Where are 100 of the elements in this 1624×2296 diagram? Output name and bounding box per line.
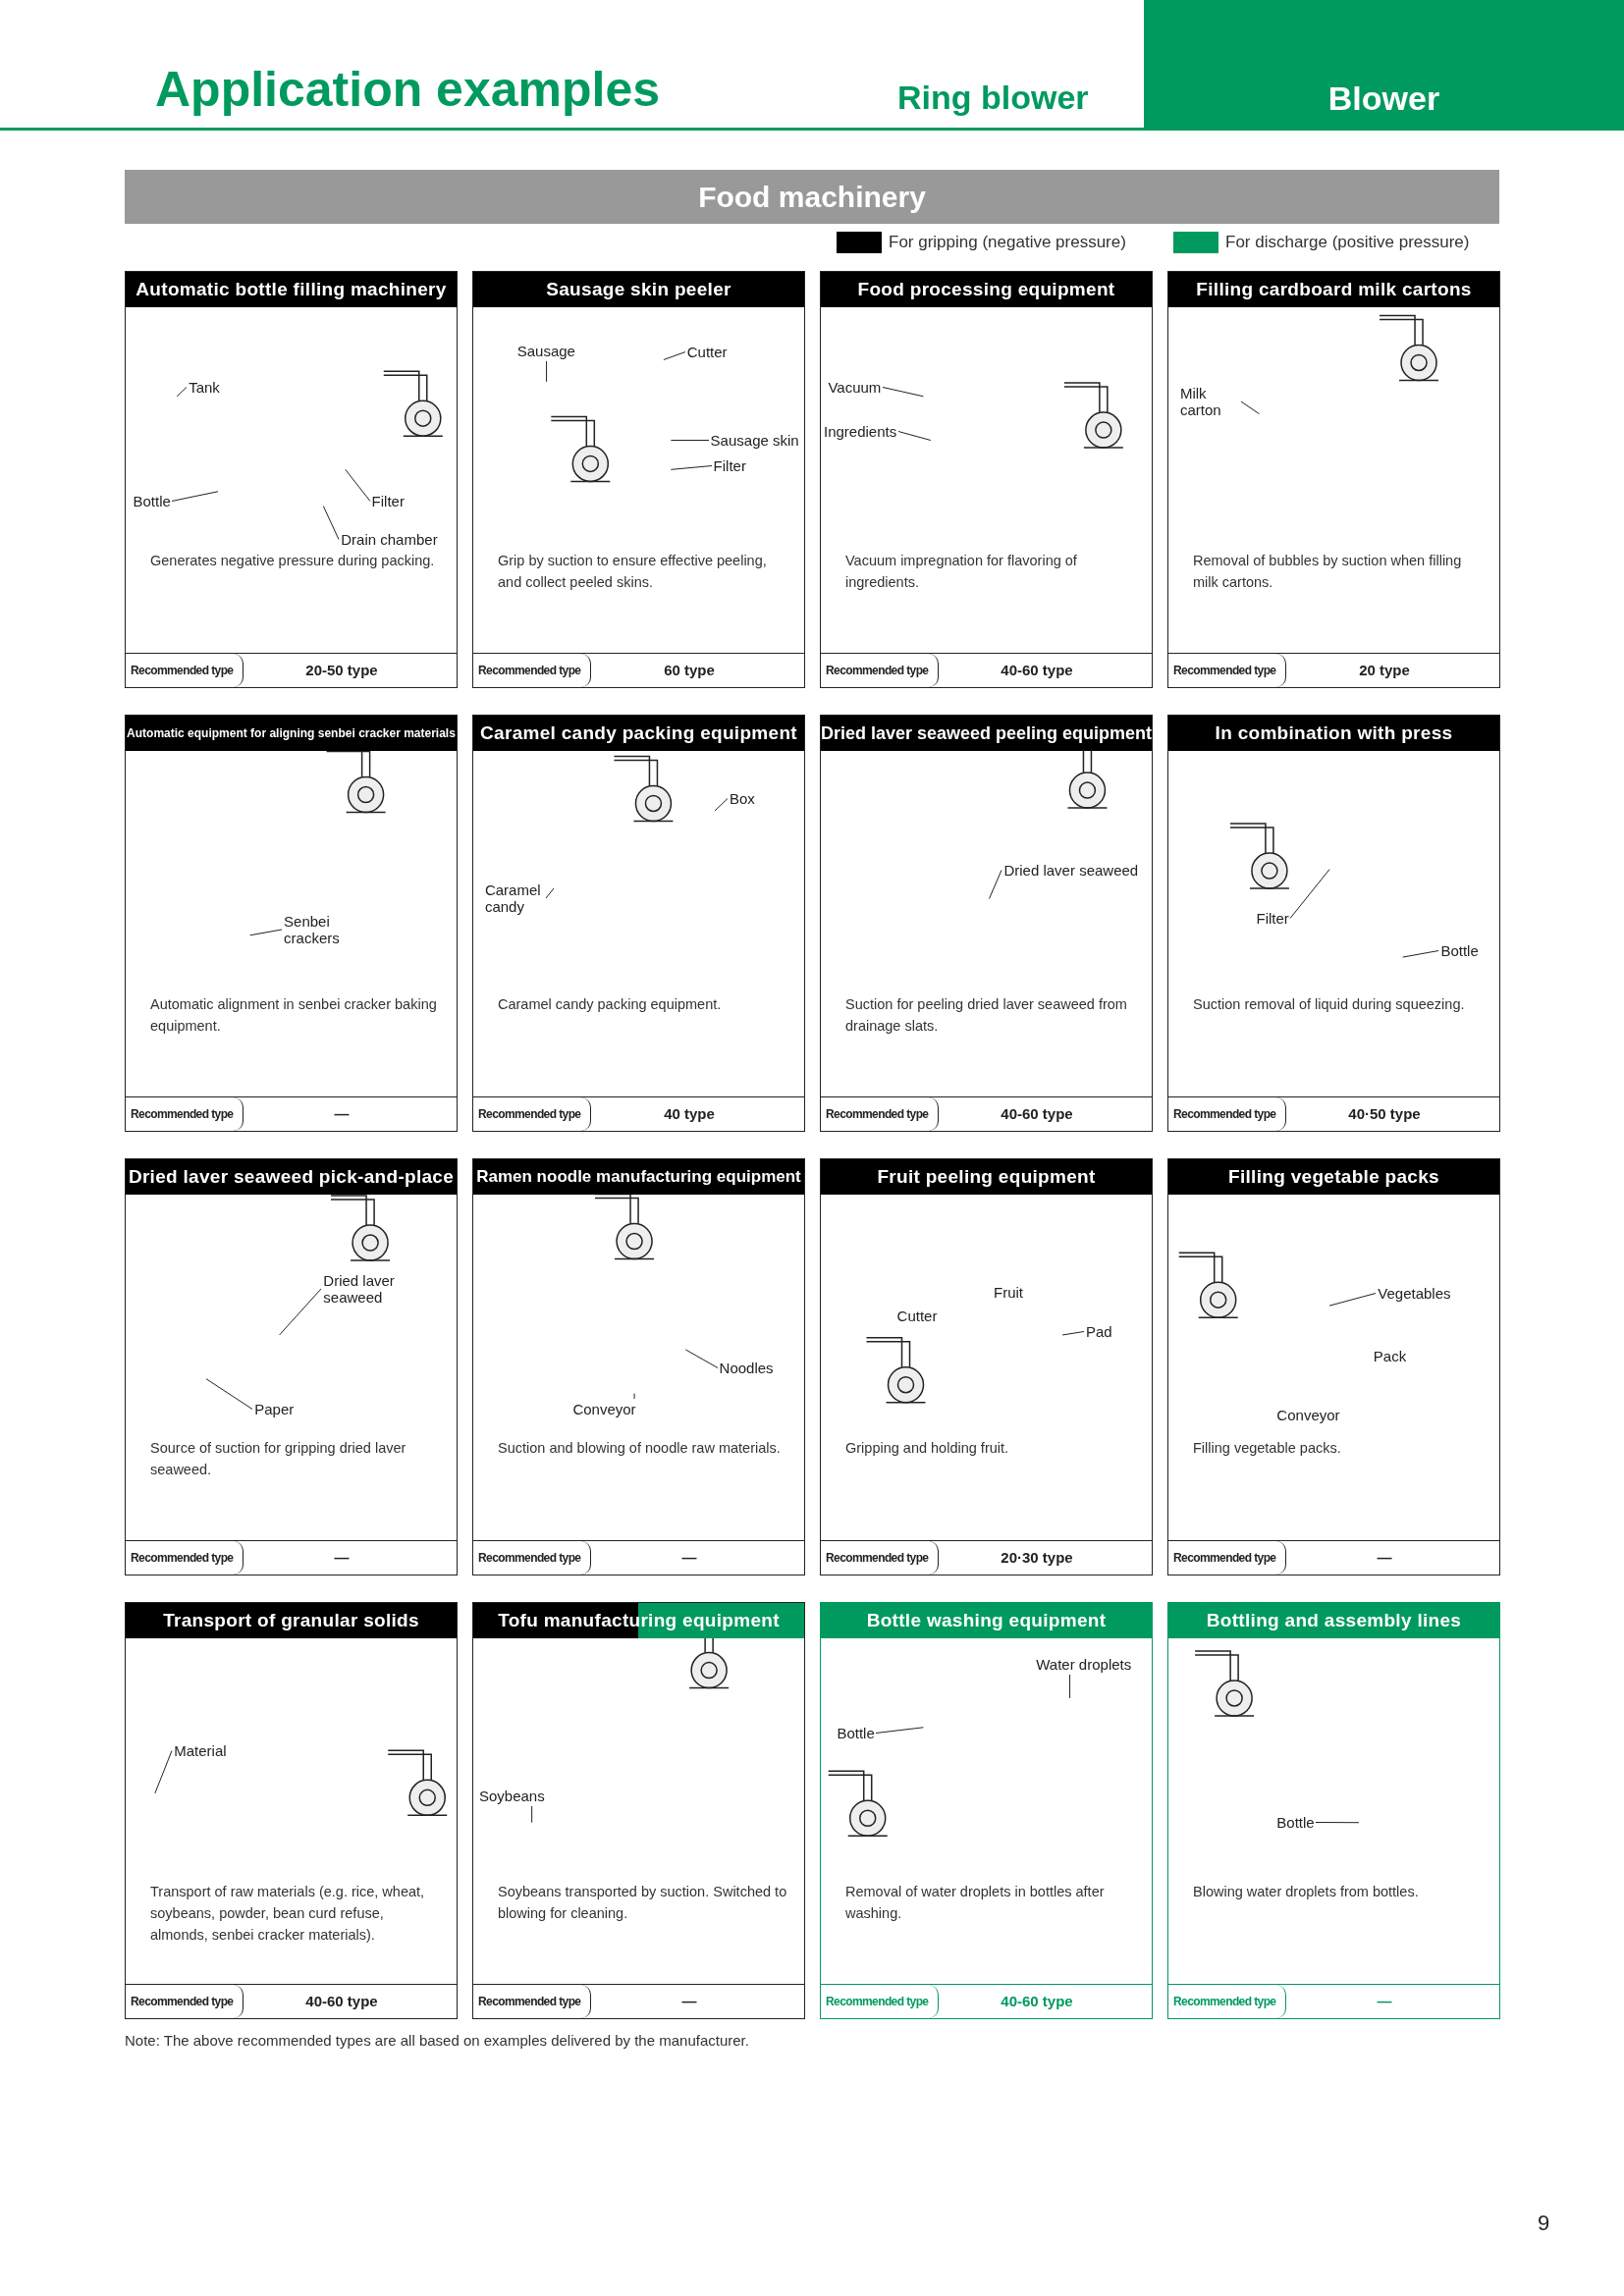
part-label: Ingredients [823,422,897,440]
application-card [125,1158,458,1575]
leader-line [897,431,932,441]
description-text: Suction and blowing of noodle raw materials. [498,1439,782,1458]
part-label: Bottle [837,1724,875,1741]
footnote: Note: The above recommended types are all based on examples delivered by the manufacturer. [125,2032,749,2049]
application-card [820,715,1153,1132]
application-card [472,1158,805,1575]
part-label: Soybeans [478,1787,545,1804]
footer-label: Recommended type [126,654,244,687]
part-label: Dried laver seaweed [1003,862,1139,880]
card-title-bar: Caramel candy packing equipment [473,716,804,751]
leader-line [1328,1293,1377,1307]
type-value: 20·30 type [1000,1548,1074,1568]
type-value: 40-60 type [304,1992,379,2011]
application-card [1167,715,1500,1132]
description-text: Blowing water droplets from bottles. [1193,1883,1420,1901]
part-label: Bottle [1276,1813,1315,1831]
type-value: — [1376,1548,1393,1568]
leader-line [989,870,1002,899]
card-title-bar: Filling vegetable packs [1168,1159,1499,1195]
type-value: — [333,1548,351,1568]
type-value: 40·50 type [1347,1104,1422,1124]
footer-label: Recommended type [1168,1097,1287,1131]
footer-label: Recommended type [1168,654,1287,687]
description-text: Vacuum impregnation for flavoring of ingredients. [845,552,1078,592]
description-text: Generates negative pressure during packing. [150,552,436,570]
footer-label: Recommended type [1168,1985,1287,2018]
footer-label: Recommended type [126,1097,244,1131]
application-card [820,1602,1153,2019]
leader-line [546,360,548,383]
card-title-bar: In combination with press [1168,716,1499,751]
description-text: Transport of raw materials (e.g. rice, wheat, soybeans, powder, bean curd refuse, almonds, senbei cracker materials). [150,1883,426,1945]
card-title-bar: Fruit peeling equipment [821,1159,1152,1195]
card-title-bar: Automatic bottle filling machinery [126,272,457,307]
part-label: Filter [371,493,405,510]
part-label: Senbei crackers [284,913,351,947]
legend-text: For discharge (positive pressure) [1225,233,1470,252]
leader-line [670,465,713,470]
part-label: Caramel candy [484,881,544,915]
type-value: 20-50 type [304,661,379,680]
footer-label: Recommended type [821,1985,940,2018]
leader-line [531,1805,533,1824]
part-label: Sausage skin [710,431,799,449]
description-text: Removal of bubbles by suction when filling milk cartons. [1193,552,1463,592]
type-value: — [680,1992,698,2011]
part-label: Noodles [719,1360,774,1377]
leader-line [176,387,188,398]
footer-label: Recommended type [821,654,940,687]
part-label: Bottle [1440,942,1479,960]
leader-line [279,1288,322,1336]
description-text: Filling vegetable packs. [1193,1439,1342,1458]
leader-line [1402,950,1439,958]
card-title-bar: Dried laver seaweed pick-and-place [126,1159,457,1195]
card-title-bar: Ramen noodle manufacturing equipment [473,1159,804,1195]
part-label: Dried laver seaweed [323,1271,405,1306]
card-title-bar: Sausage skin peeler [473,272,804,307]
type-value: 40 type [663,1104,716,1124]
description-text: Caramel candy packing equipment. [498,995,723,1014]
category-tab: Blower [1144,0,1624,129]
footer-label: Recommended type [126,1541,244,1575]
application-card [472,715,805,1132]
card-title-bar: Bottle washing equipment [821,1603,1152,1638]
card-title-bar: Filling cardboard milk cartons [1168,272,1499,307]
footer-label: Recommended type [1168,1541,1287,1575]
leader-line [322,506,340,540]
section-band: Food machinery [125,170,1499,224]
part-label: Tank [189,378,220,396]
leader-line [1289,869,1330,919]
leader-line [205,1378,253,1410]
leader-line [345,468,371,502]
part-label: Drain chamber [341,531,438,548]
application-card [125,271,458,688]
footer-label: Recommended type [821,1541,940,1575]
type-value: 60 type [663,661,716,680]
legend-text: For gripping (negative pressure) [889,233,1126,252]
description-text: Automatic alignment in senbei cracker baking equipment. [150,995,438,1036]
part-label: Cutter [896,1307,938,1324]
description-text: Removal of water droplets in bottles after washing. [845,1883,1106,1923]
type-value: — [1376,1992,1393,2011]
section-subtitle: Ring blower [897,79,1089,117]
application-card [820,271,1153,688]
application-card [1167,1602,1500,2019]
type-value: 40-60 type [1000,1104,1074,1124]
type-value: 40-60 type [1000,661,1074,680]
card-title-bar: Automatic equipment for aligning senbei cracker materials [126,716,457,751]
part-label: Fruit [994,1283,1023,1301]
application-card [472,271,805,688]
footer-label: Recommended type [126,1985,244,2018]
leader-line [684,1349,719,1368]
leader-line [670,440,710,441]
part-label: Vegetables [1378,1285,1451,1303]
footer-label: Recommended type [473,654,592,687]
footer-label: Recommended type [473,1097,592,1131]
part-label: Material [174,1741,227,1759]
leader-line [249,929,283,936]
leader-line [663,351,686,360]
part-label: Paper [254,1401,295,1418]
part-label: Filter [713,457,746,475]
leader-line [633,1393,635,1400]
